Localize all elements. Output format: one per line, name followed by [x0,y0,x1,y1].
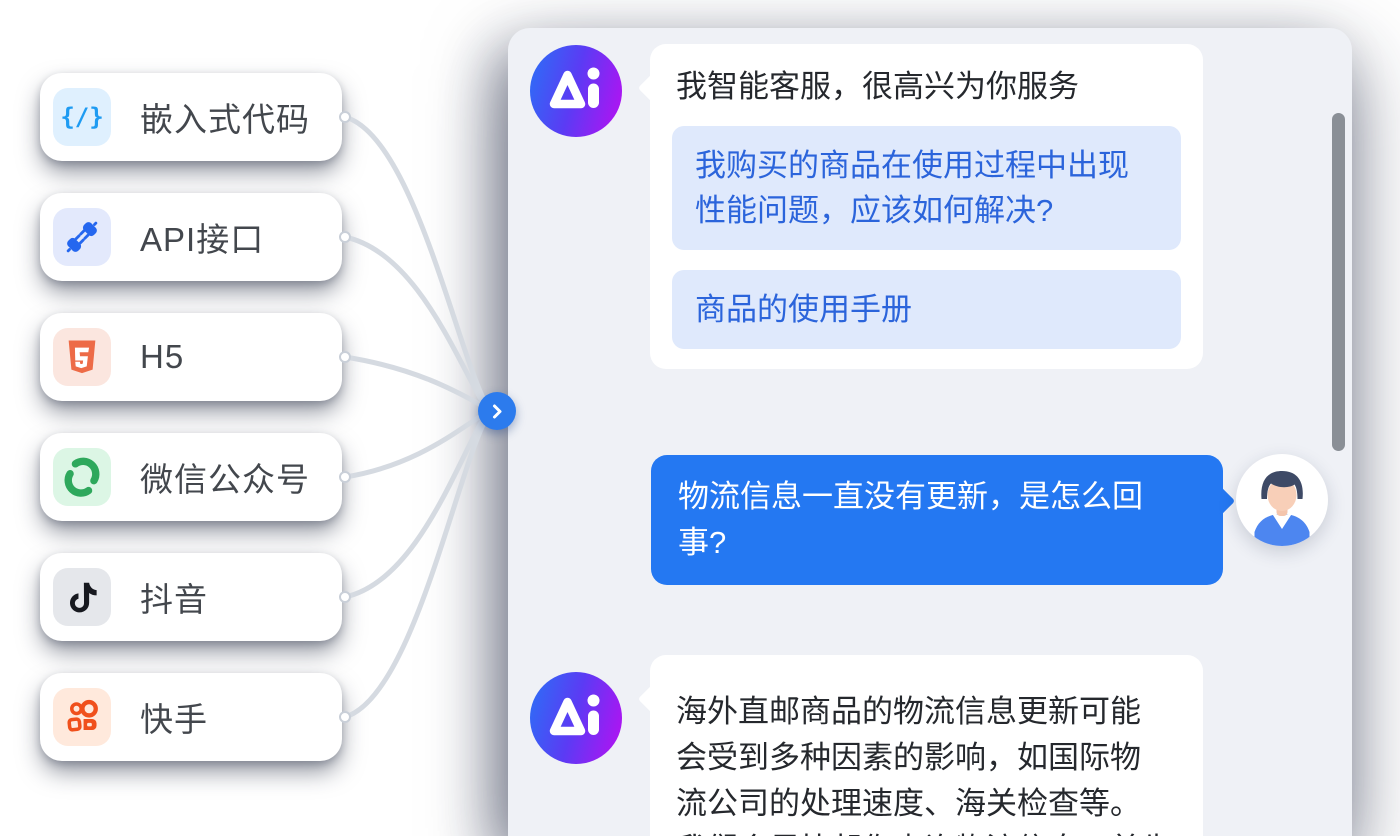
channel-label: H5 [140,338,185,375]
user-message: 物流信息一直没有更新，是怎么回 事? [651,455,1223,585]
user-message-line: 物流信息一直没有更新，是怎么回 [678,479,1143,514]
person-illustration [1254,471,1310,546]
kuaishou-icon [53,688,111,746]
html5-icon [53,328,111,386]
wechat-official-account-icon [53,448,111,506]
ai-reply-line: 流公司的处理速度、海关检查等。 [676,786,1141,821]
ai-logo [549,694,600,736]
douyin-note-icon [53,568,111,626]
ai-reply-line: 海外直邮商品的物流信息更新可能 [676,694,1141,729]
ai-avatar [530,672,622,764]
ai-reply-line: 我们会尽快帮你查询物流信息，首先 [676,827,1177,836]
channel-card-douyin[interactable]: 抖音 [40,553,342,641]
merge-arrow-button[interactable] [478,392,516,430]
channel-label: 微信公众号 [140,461,310,498]
ai-avatar [530,45,622,137]
ai-message-reply: 海外直邮商品的物流信息更新可能 会受到多种因素的影响，如国际物 流公司的处理速度… [650,655,1203,836]
channel-label: 抖音 [140,581,208,618]
channel-label: API接口 [140,221,265,258]
channel-label: 快手 [140,701,208,738]
ai-reply-line: 会受到多种因素的影响，如国际物 [676,740,1141,775]
channel-card-api[interactable]: API接口 [40,193,342,281]
channel-card-wechat-official[interactable]: 微信公众号 [40,433,342,521]
plug-icon [53,208,111,266]
suggestion-chip-performance[interactable]: 我购买的商品在使用过程中出现性能问题，应该如何解决? [672,126,1181,250]
code-braces-icon: {/} [53,88,111,146]
chevron-right-icon [493,404,502,419]
user-message-line: 事? [678,525,727,560]
greeting-text: 我智能客服，很高兴为你服务 [676,69,1079,104]
channel-card-kuaishou[interactable]: 快手 [40,673,342,761]
suggestion-chip-manual[interactable]: 商品的使用手册 [672,270,1181,349]
chat-scrollbar-thumb[interactable] [1332,113,1345,451]
ai-logo [549,67,600,109]
chat-window: 我智能客服，很高兴为你服务 我购买的商品在使用过程中出现性能问题，应该如何解决?… [508,28,1352,836]
channel-label: 嵌入式代码 [140,101,310,138]
ai-message-greeting: 我智能客服，很高兴为你服务 我购买的商品在使用过程中出现性能问题，应该如何解决?… [650,44,1203,369]
channel-card-embedded-code[interactable]: {/} 嵌入式代码 [40,73,342,161]
channel-card-h5[interactable]: H5 [40,313,342,401]
code-braces-glyph: {/} [60,103,104,131]
user-avatar [1236,454,1328,546]
